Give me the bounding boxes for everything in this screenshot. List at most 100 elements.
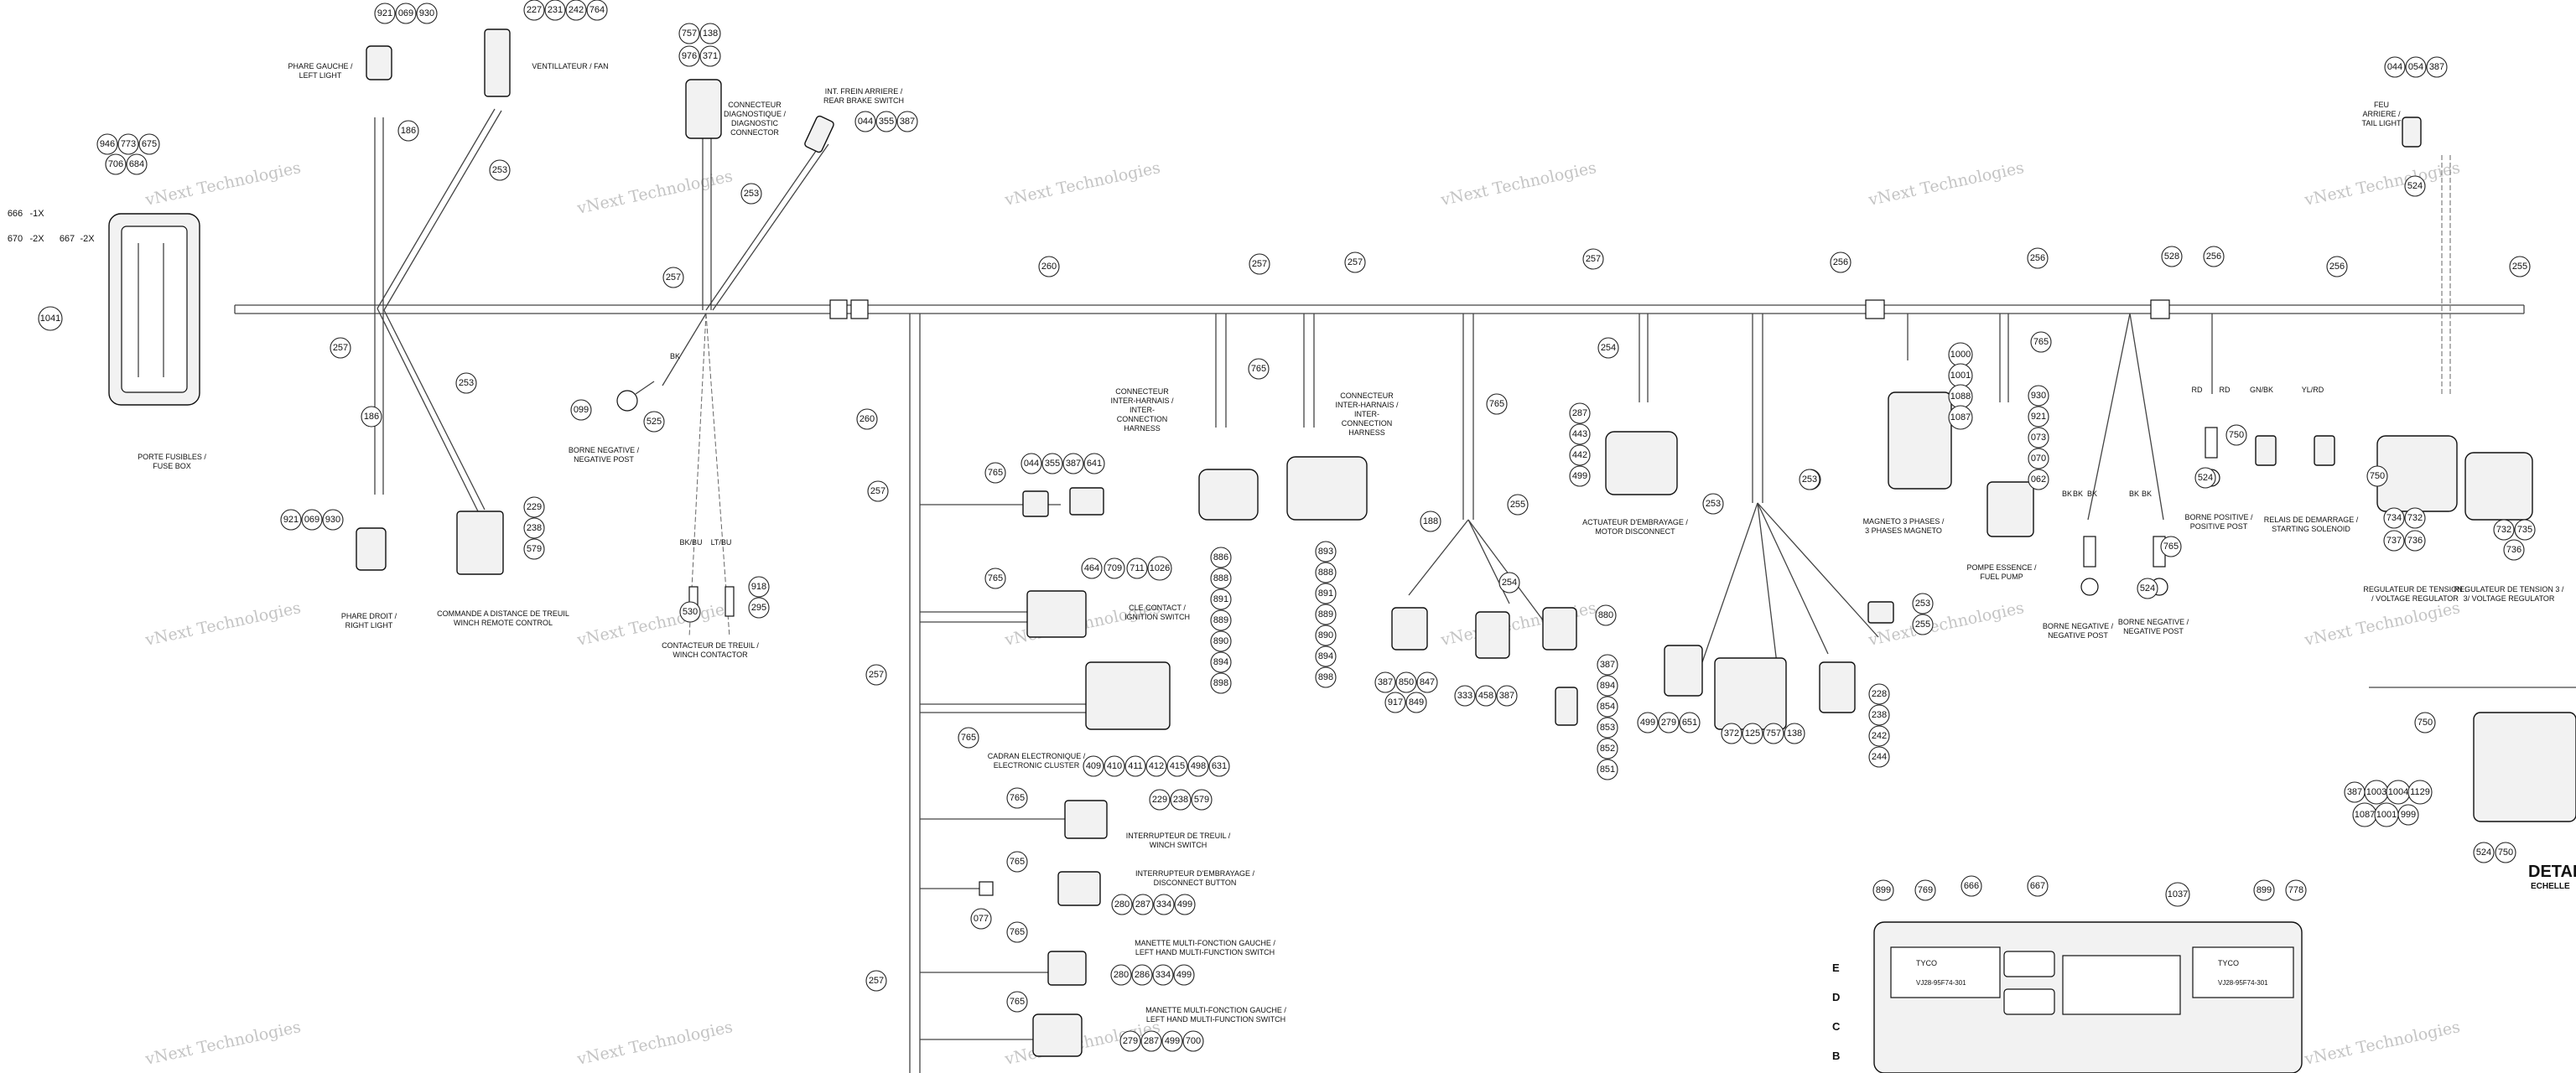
callout-bubble [662,267,684,288]
component-label: WINCH CONTACTOR [673,651,748,659]
callout-bubble [2404,507,2426,529]
component-label: / VOLTAGE REGULATOR [2371,594,2459,603]
callout-bubble [1119,1030,1141,1052]
callout-number: 260 [1041,262,1057,272]
component-label: REGULATEUR DE TENSION 3 / [2454,585,2564,594]
callout-bubble [138,133,160,155]
component-label: PHARE DROIT / [341,612,397,620]
callout-number: 750 [2418,718,2433,728]
component-label: DIAGNOSTIC [731,119,779,127]
callout-bubble [1210,630,1232,652]
callout-bubble [1914,879,1936,901]
callout-bubble [1597,675,1618,697]
component-label: NEGATIVE POST [2123,627,2184,635]
component-label: POSITIVE POST [2190,522,2248,531]
callout-number: 355 [879,117,894,127]
callout-bubble [2326,256,2348,277]
component-label: REAR BRAKE SWITCH [823,96,904,105]
fuse-ref: 667 [60,234,75,244]
callout-number: 736 [2506,545,2521,555]
callout-number: 372 [1724,728,1739,739]
callout-bubble [523,517,545,539]
callout-bubble [1153,894,1175,915]
component-label: IGNITION SWITCH [1124,613,1190,621]
callout-number: 706 [108,159,123,169]
callout-number: 675 [142,139,157,149]
component-label: BK [2142,490,2152,498]
callout-bubble [1104,755,1125,777]
callout-bubble [1868,683,1890,705]
callout-bubble [523,0,545,21]
callout-number: 257 [869,670,884,680]
callout-number: 387 [2347,787,2362,797]
callout-number: 257 [869,976,884,986]
callout-bubble [1742,723,1763,744]
callout-bubble [1315,645,1337,667]
callout-number: 077 [974,914,989,924]
component-label: LEFT HAND MULTI-FUNCTION SWITCH [1146,1015,1285,1024]
callout-number: 732 [2407,513,2423,523]
component-label: INTER-HARNAIS / [1110,397,1174,405]
callout-bubble [958,727,979,749]
callout-number: 737 [2386,536,2402,546]
callout-bubble [1498,572,1520,594]
component-label: INTERRUPTEUR DE TREUIL / [1126,832,1231,840]
callout-bubble [643,411,665,433]
callout-bubble [1912,614,1934,635]
callout-bubble [1679,712,1701,733]
callout-number: 253 [1915,599,1930,609]
callout-bubble [2404,530,2426,552]
row-label: B [1832,1050,1840,1062]
component-label: RD [2192,386,2203,394]
component-label: VENTILLATEUR / FAN [532,62,608,70]
callout-bubble [1395,671,1417,693]
callout-bubble [1872,879,1894,901]
inter-harness-connector-1 [1198,469,1259,521]
component-label: CONNECTEUR [1115,387,1169,396]
callout-bubble [1021,453,1042,474]
callout-bubble [565,0,587,21]
callout-number: 853 [1600,723,1615,733]
callout-bubble [2414,712,2436,733]
callout-bubble [38,306,63,331]
callout-bubble [489,159,511,181]
callout-bubble [395,3,417,24]
callout-number: 765 [1489,399,1504,409]
component-label: TAIL LIGHT [2361,119,2402,127]
callout-bubble [2285,879,2307,901]
callout-bubble [105,153,127,175]
callout-bubble [896,111,918,132]
component-label: CONNECTION [1117,415,1168,423]
callout-number: 764 [589,5,605,15]
callout-number: 256 [1833,257,1848,267]
callout-number: 765 [2163,542,2179,552]
callout-number: 891 [1318,588,1333,599]
callout-number: 257 [1252,259,1267,269]
callout-number: 735 [2517,525,2532,535]
callout-number: 765 [1010,997,1025,1007]
callout-number: 736 [2407,536,2423,546]
callout-number: 1129 [2410,787,2430,797]
callout-bubble [1210,588,1232,610]
callout-bubble [1454,685,1476,707]
callout-bubble [1210,568,1232,589]
callout-bubble [1210,651,1232,673]
component-label: INTER- [1354,410,1379,418]
callout-number: 899 [2257,885,2272,895]
component-label: INTER-HARNAIS / [1335,401,1399,409]
callout-number: 889 [1213,615,1228,625]
callout-bubble [397,120,419,142]
callout-bubble [117,133,139,155]
callout-bubble [1784,723,1805,744]
callout-number: 069 [304,515,319,525]
callout-number: 1087 [1950,412,1971,422]
component-label: FUSE BOX [153,462,191,470]
callout-number: 499 [1176,970,1192,980]
fuse-ref: -2X [29,234,44,244]
callout-bubble [544,0,566,21]
callout-number: 778 [2288,885,2303,895]
component-label: NEGATIVE POST [2048,631,2108,640]
callout-number: 524 [2198,473,2213,483]
callout-bubble [1702,493,1724,515]
callout-number: 765 [1010,927,1025,937]
